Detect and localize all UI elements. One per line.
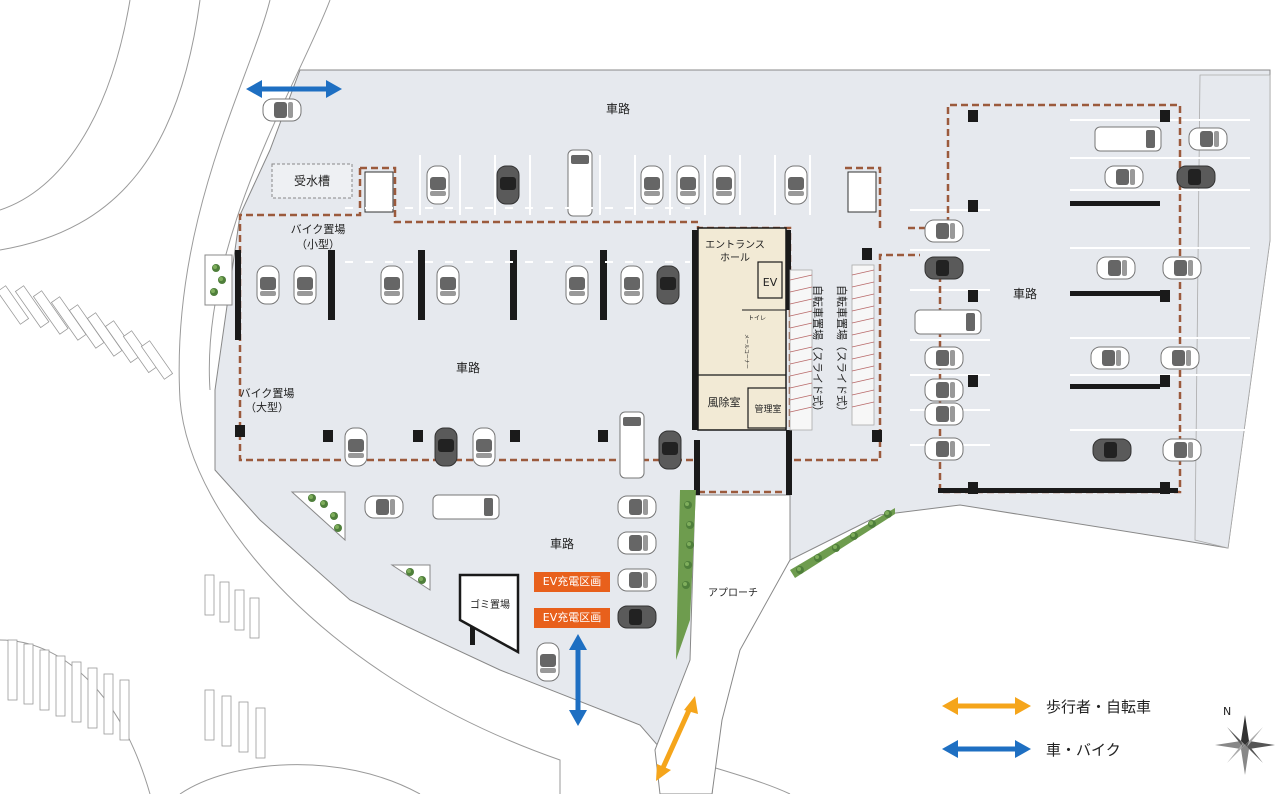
- garbage-label: ゴミ置場: [470, 598, 510, 611]
- management-room: [747, 387, 787, 429]
- bike-small-sub: （小型）: [296, 237, 340, 251]
- vehicle-arrow-bottom: [569, 634, 587, 726]
- car-icon: [262, 98, 302, 122]
- bicycle-rack-1: [789, 269, 813, 431]
- legend-pedestrian-label: 歩行者・自転車: [1046, 698, 1152, 716]
- bike-large-sub: （大型）: [245, 400, 289, 414]
- bicycle-label-1: 自転車置場（スライド式）: [811, 285, 825, 417]
- road-label-right: 車路: [1013, 286, 1037, 301]
- greenery: [204, 254, 895, 660]
- approach-path: [654, 494, 791, 794]
- bike-large-label: バイク置場: [240, 387, 295, 400]
- ev-charging-spot-2: EV充電区画: [534, 608, 610, 628]
- road-label-left: 車路: [456, 360, 480, 375]
- toilet-label: トイレ: [748, 315, 766, 322]
- bicycle-rack-2: [851, 264, 875, 426]
- water-tank-box: [271, 163, 353, 199]
- mail-label: メールコーナー: [743, 334, 749, 369]
- compass-icon: N: [1215, 705, 1275, 775]
- pedestrian-arrow: [656, 696, 698, 781]
- crosswalk-upper: [0, 285, 174, 380]
- road-label-bottom: 車路: [550, 536, 574, 551]
- bicycle-label-2: 自転車置場（スライド式）: [835, 285, 849, 417]
- legend-vehicle-label: 車・バイク: [1046, 741, 1121, 759]
- stair-left: [364, 171, 394, 213]
- road-label-top: 車路: [606, 101, 630, 116]
- crosswalk-lower: [7, 574, 266, 759]
- windbreak-label: 風除室: [708, 395, 741, 409]
- parking-stripes: [419, 119, 1250, 446]
- approach-label: アプローチ: [708, 587, 758, 599]
- legend-pedestrian-arrow: [942, 697, 1031, 715]
- vehicle-arrow-top: [246, 80, 342, 98]
- ev-label: EV: [763, 276, 778, 289]
- water-tank-label: 受水槽: [294, 174, 330, 188]
- management-label: 管理室: [754, 403, 781, 415]
- svg-text:N: N: [1223, 705, 1231, 718]
- entrance-label-1: エントランス: [705, 239, 765, 251]
- ev-charging-spot-1: EV充電区画: [534, 572, 610, 592]
- outer-streets: [0, 0, 791, 794]
- aisle-dashes: [345, 207, 690, 263]
- bike-small-label: バイク置場: [291, 223, 346, 236]
- stair-right: [847, 171, 877, 213]
- entrance-label-2: ホール: [720, 252, 750, 264]
- garbage-area: [458, 573, 520, 655]
- legend-vehicle-arrow: [942, 740, 1031, 758]
- ev-shaft: [757, 261, 783, 299]
